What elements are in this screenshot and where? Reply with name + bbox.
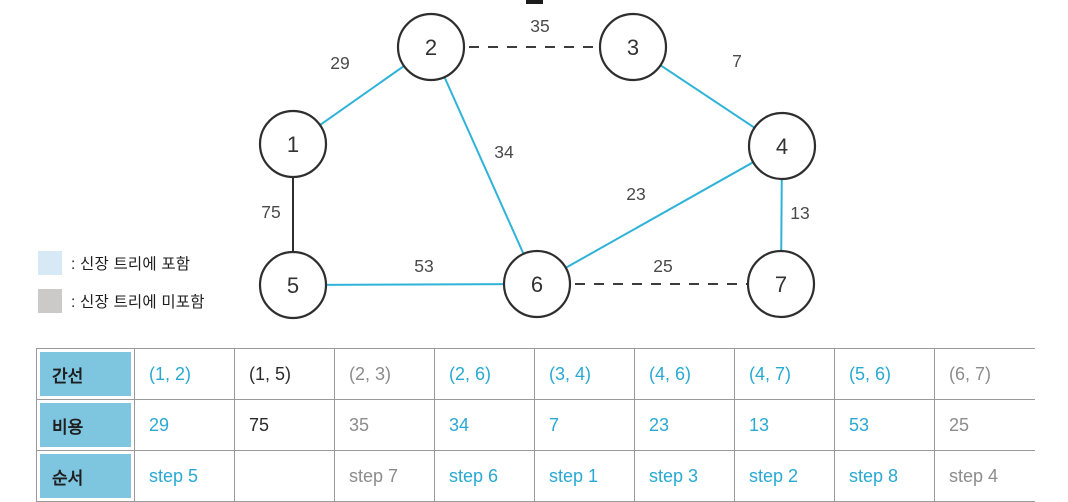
- graph-node-label-6: 6: [531, 272, 543, 297]
- edge-weight-label-3-4: 7: [732, 51, 742, 71]
- graph-node-5: [258, 250, 328, 320]
- graph-node-2: [396, 12, 466, 82]
- legend-swatch-excluded-icon: [38, 288, 62, 313]
- legend-item-excluded: : 신장 트리에 미포함: [38, 288, 205, 313]
- cell-edge-23: (2, 3): [334, 348, 435, 400]
- cell-step-47: step 2: [734, 450, 835, 502]
- cell-step-26: step 6: [434, 450, 535, 502]
- graph-node-label-5: 5: [287, 273, 299, 298]
- graph-node-label-2: 2: [425, 35, 437, 60]
- row-header-label: 비용: [40, 403, 131, 447]
- graph-node-3: [598, 12, 668, 82]
- cell-edge-34: (3, 4): [534, 348, 635, 400]
- edge-weight-label-4-6: 23: [626, 184, 645, 204]
- graph-node-label-7: 7: [775, 272, 787, 297]
- graph-node-1: [258, 109, 328, 179]
- cell-cost-12: 29: [134, 399, 235, 451]
- legend-item-included: : 신장 트리에 포함: [38, 250, 205, 275]
- cell-edge-26: (2, 6): [434, 348, 535, 400]
- cell-step-12: step 5: [134, 450, 235, 502]
- cell-cost-56: 53: [834, 399, 935, 451]
- cell-cost-26: 34: [434, 399, 535, 451]
- cell-step-23: step 7: [334, 450, 435, 502]
- cell-edge-56: (5, 6): [834, 348, 935, 400]
- edge-weight-label-4-7: 13: [790, 203, 809, 223]
- edge-weight-label-6-7: 25: [653, 256, 672, 276]
- legend-swatch-included-icon: [38, 250, 62, 275]
- cell-step-67: step 4: [934, 450, 1035, 502]
- cell-cost-23: 35: [334, 399, 435, 451]
- row-header-step: 순서: [36, 450, 135, 502]
- cell-cost-47: 13: [734, 399, 835, 451]
- graph-node-label-1: 1: [287, 132, 299, 157]
- cell-cost-15: 75: [234, 399, 335, 451]
- graph-edge-5-6: [292, 283, 538, 286]
- edge-weight-label-2-6: 34: [494, 142, 514, 162]
- graph-node-label-3: 3: [627, 35, 639, 60]
- cell-step-46: step 3: [634, 450, 735, 502]
- legend-label-excluded: : 신장 트리에 미포함: [71, 293, 205, 311]
- edge-table: 간선(1, 2)(1, 5)(2, 3)(2, 6)(3, 4)(4, 6)(4…: [36, 348, 1035, 502]
- cell-edge-47: (4, 7): [734, 348, 835, 400]
- edge-weight-label-1-2: 29: [330, 53, 349, 73]
- cell-cost-46: 23: [634, 399, 735, 451]
- cell-cost-34: 7: [534, 399, 635, 451]
- row-header-label: 순서: [40, 454, 131, 498]
- edge-weight-label-2-3: 35: [530, 16, 549, 36]
- cell-step-15: [234, 450, 335, 502]
- edge-weight-label-5-6: 53: [414, 256, 433, 276]
- edge-weight-label-1-5: 75: [261, 202, 280, 222]
- cell-edge-67: (6, 7): [934, 348, 1035, 400]
- cropped-text-artifact: [526, 0, 543, 4]
- graph-node-6: [502, 249, 572, 319]
- graph-node-4: [747, 111, 817, 181]
- cell-cost-67: 25: [934, 399, 1035, 451]
- graph-node-label-4: 4: [776, 134, 788, 159]
- cell-step-56: step 8: [834, 450, 935, 502]
- row-header-cost: 비용: [36, 399, 135, 451]
- cell-step-34: step 1: [534, 450, 635, 502]
- row-header-edge: 간선: [36, 348, 135, 400]
- table-edge-row: 간선(1, 2)(1, 5)(2, 3)(2, 6)(3, 4)(4, 6)(4…: [36, 348, 1035, 400]
- row-header-label: 간선: [40, 352, 131, 396]
- cell-edge-12: (1, 2): [134, 348, 235, 400]
- legend-label-included: : 신장 트리에 포함: [71, 255, 191, 273]
- graph-edge-4-6: [536, 145, 783, 285]
- cell-edge-46: (4, 6): [634, 348, 735, 400]
- cell-edge-15: (1, 5): [234, 348, 335, 400]
- legend: : 신장 트리에 포함 : 신장 트리에 미포함: [38, 250, 205, 326]
- graph-node-7: [746, 249, 816, 319]
- graph-edge-2-6: [430, 46, 538, 285]
